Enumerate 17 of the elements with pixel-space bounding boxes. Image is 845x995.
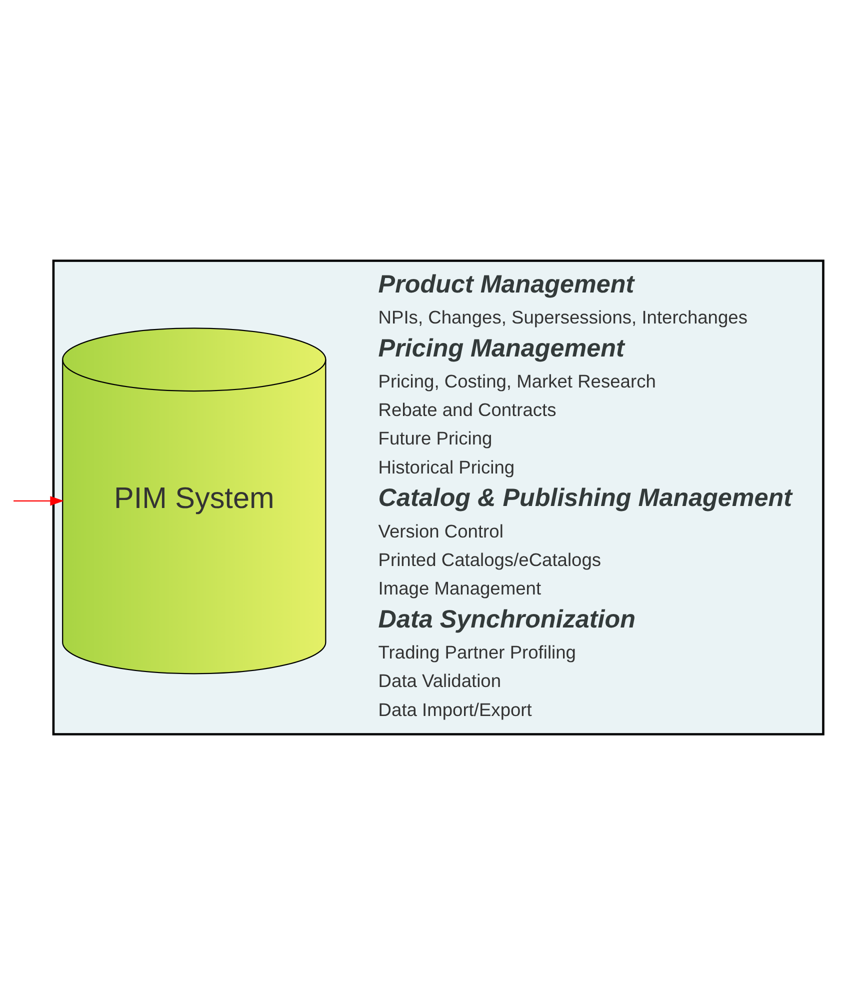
label: Pricing Management — [378, 334, 624, 362]
label: Data Import/Export — [378, 698, 532, 720]
label: Product Management — [378, 270, 634, 298]
arrow — [14, 496, 64, 506]
label: Version Control — [378, 520, 504, 542]
label: Trading Partner Profiling — [378, 642, 576, 663]
label: Rebate and Contracts — [378, 399, 556, 420]
label: Pricing, Costing, Market Research — [378, 370, 656, 392]
label: Data Synchronization — [378, 605, 636, 634]
label: Future Pricing — [378, 428, 492, 449]
label: NPIs, Changes, Supersessions, Interchanges — [378, 306, 748, 328]
label: Historical Pricing — [378, 456, 515, 478]
cluster — [52, 260, 824, 736]
label: Printed Catalogs/eCatalogs — [378, 548, 602, 570]
label: Image Management — [378, 577, 542, 598]
label: Catalog & Publishing Management — [378, 484, 792, 512]
label: Data Validation — [378, 670, 502, 692]
